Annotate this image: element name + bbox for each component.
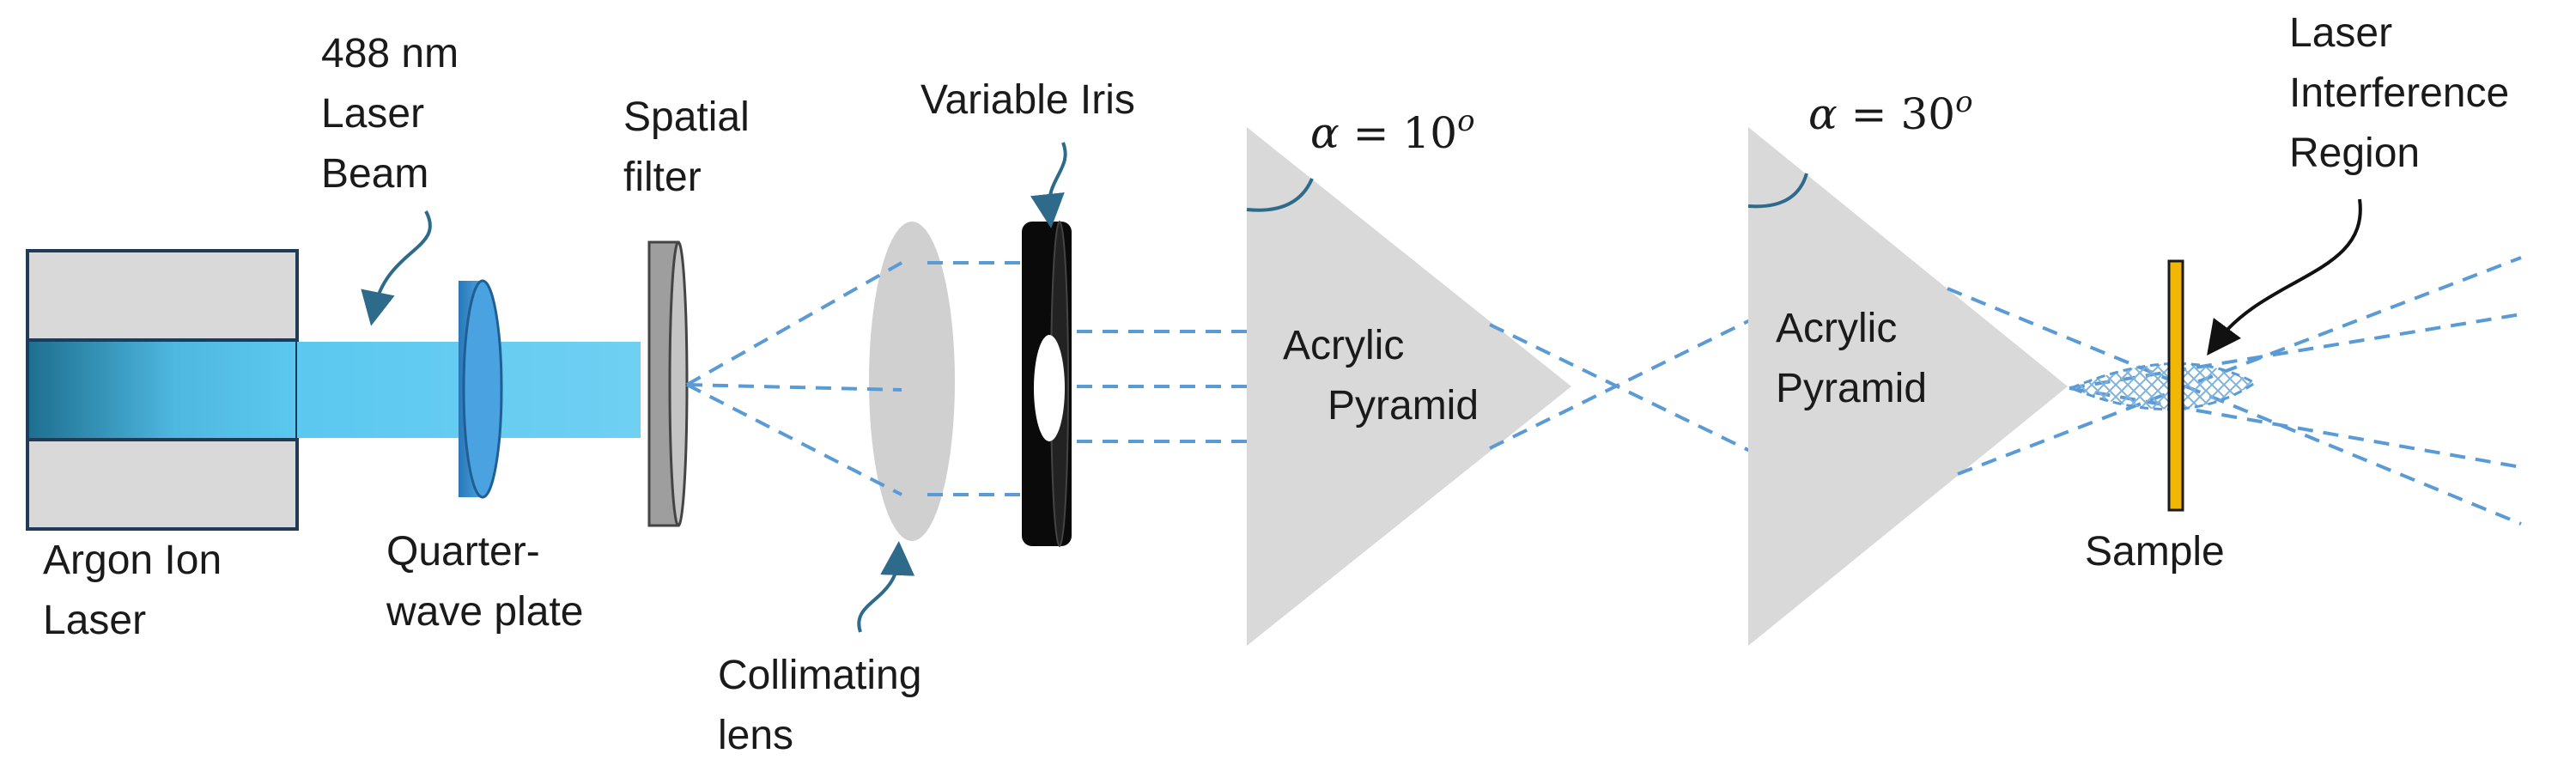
interference-region-label: Laser Interference Region: [2289, 10, 2521, 176]
spatial-filter-label: Spatial filter: [623, 94, 761, 200]
iris-aperture: [1034, 335, 1065, 441]
argon-laser-label: Argon Ion Laser: [43, 538, 234, 643]
diverging-beams: [686, 261, 902, 496]
spatial-filter: [647, 240, 689, 527]
interference-region: [2068, 362, 2257, 410]
pyramid-1-label: Acrylic Pyramid: [1283, 323, 1479, 429]
collimating-lens-label: Collimating lens: [718, 653, 933, 758]
collimated-beams-iris-pyramid: [1077, 330, 1249, 443]
pyramid-1-angle-arc: [1246, 178, 1314, 212]
laser-beam-label: 488 nm Laser Beam: [321, 31, 470, 197]
quarter-wave-label: Quarter- wave plate: [386, 529, 583, 635]
pyramid-2-angle-label: α = 30o: [1808, 85, 1973, 139]
collimating-lens: [869, 222, 955, 541]
output-beams: [1947, 256, 2522, 526]
collimating-lens-pointer: [857, 541, 915, 633]
laser-emission: [26, 338, 299, 441]
variable-iris-label: Variable Iris: [920, 77, 1135, 123]
variable-iris-pointer: [1030, 142, 1067, 228]
laser-housing-top: [26, 249, 299, 342]
collimated-beams-lens-iris: [927, 261, 1024, 496]
pyramid-2-angle-arc: [1747, 173, 1808, 209]
acrylic-pyramid-2: [1748, 127, 2068, 646]
pyramid-2-label: Acrylic Pyramid: [1776, 306, 1927, 411]
interference-region-pointer: [2207, 198, 2362, 356]
sample-label: Sample: [2085, 529, 2225, 574]
laser-housing-bottom: [26, 438, 299, 531]
argon-ion-laser: [26, 249, 299, 531]
acrylic-pyramid-1: [1247, 127, 1571, 646]
sample-plate: [2167, 259, 2184, 512]
variable-iris: [1022, 221, 1072, 547]
quarter-wave-plate: [459, 279, 503, 499]
pyramid-1-angle-label: α = 10o: [1310, 104, 1475, 158]
laser-beam-pointer: [361, 210, 432, 326]
crossing-beams: [1489, 318, 1753, 453]
